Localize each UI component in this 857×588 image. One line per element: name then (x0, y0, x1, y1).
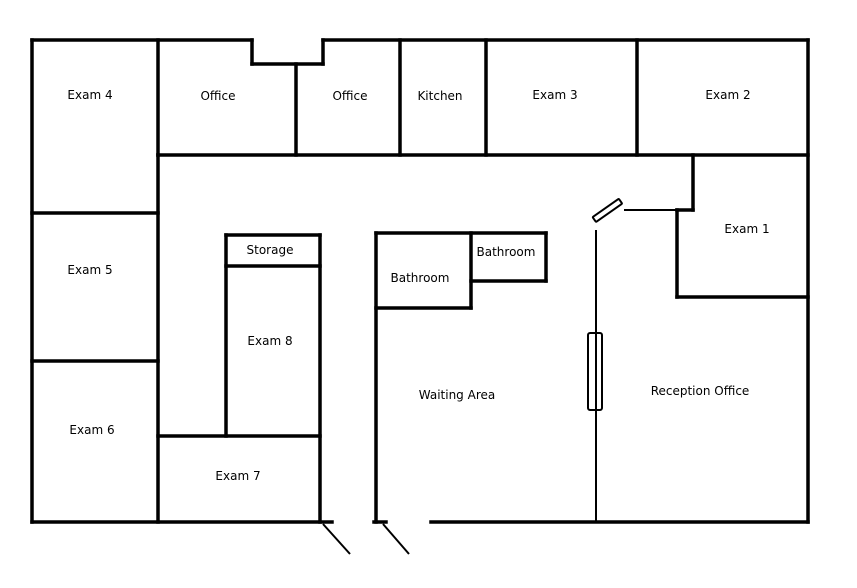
label-waiting-area: Waiting Area (419, 388, 495, 402)
label-office-left: Office (200, 89, 235, 103)
label-bathroom-left: Bathroom (391, 271, 450, 285)
reception-door-panel (591, 198, 623, 223)
main-door-left (322, 523, 351, 555)
label-reception-office: Reception Office (651, 384, 750, 398)
label-exam7: Exam 7 (215, 469, 260, 483)
main-door-right (382, 523, 410, 555)
label-exam2: Exam 2 (705, 88, 750, 102)
label-bathroom-right: Bathroom (477, 245, 536, 259)
label-office-right: Office (332, 89, 367, 103)
label-storage: Storage (247, 243, 294, 257)
label-exam6: Exam 6 (69, 423, 114, 437)
walls (30, 38, 810, 524)
label-exam8: Exam 8 (247, 334, 292, 348)
label-exam5: Exam 5 (67, 263, 112, 277)
label-exam4: Exam 4 (67, 88, 112, 102)
room-labels: Exam 4 Office Office Kitchen Exam 3 Exam… (67, 88, 769, 483)
fixtures (322, 198, 623, 555)
label-exam3: Exam 3 (532, 88, 577, 102)
reception-window (587, 332, 603, 411)
label-exam1: Exam 1 (724, 222, 769, 236)
label-kitchen: Kitchen (417, 89, 462, 103)
